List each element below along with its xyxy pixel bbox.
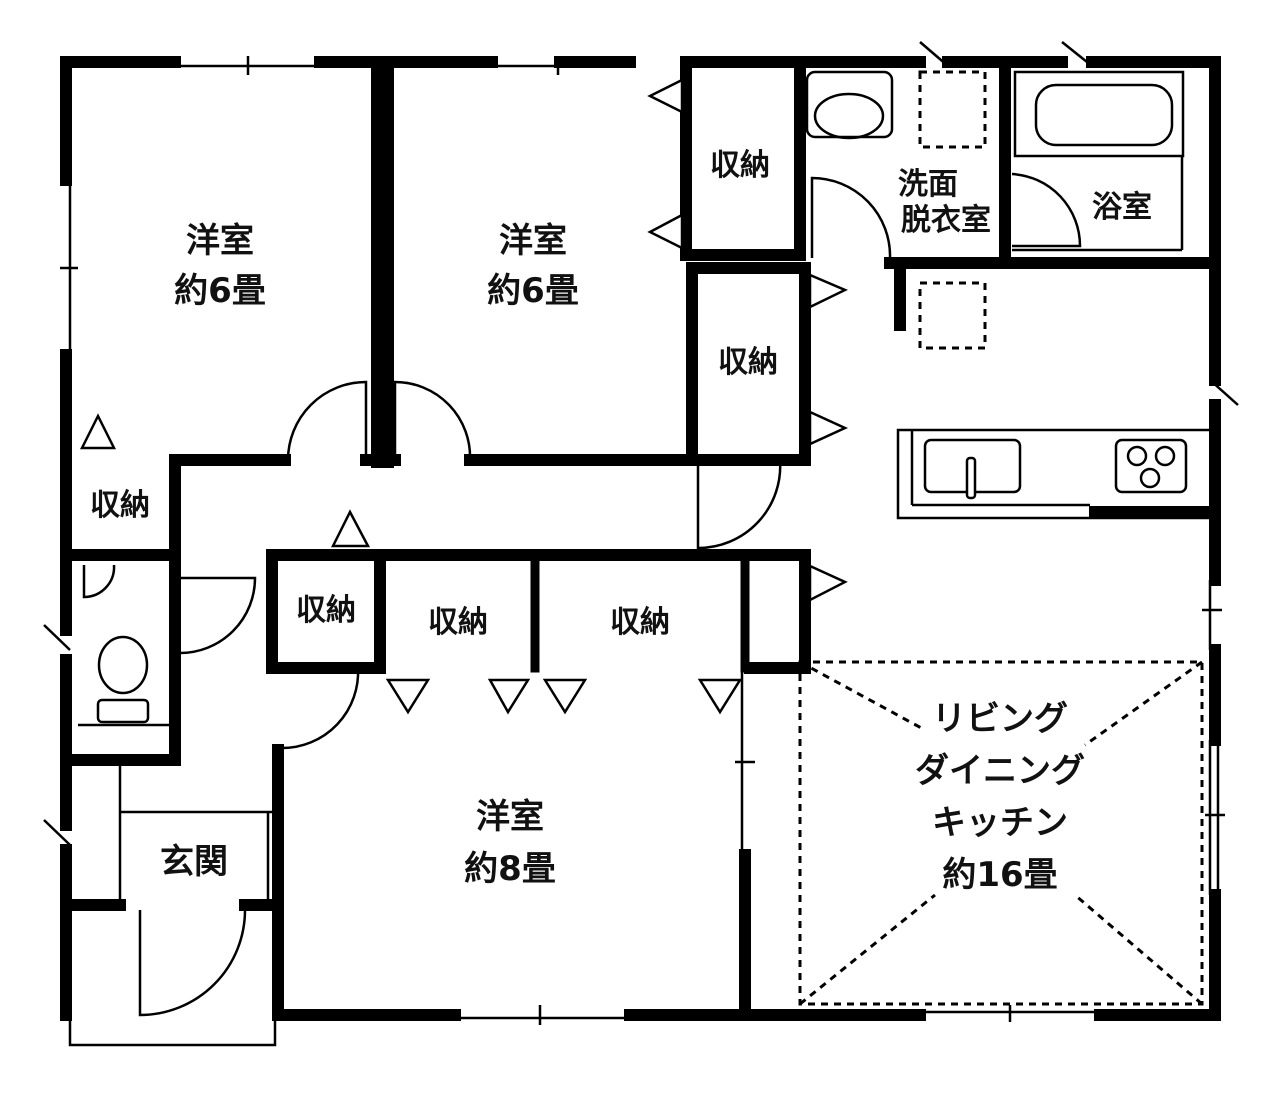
storage-label: 収納 [610, 605, 670, 640]
room-size-western-nw: 約6畳 [174, 271, 266, 311]
thin-lines [43, 41, 1239, 1047]
fixtures [78, 70, 1219, 727]
room-entrance: 玄関 [160, 842, 228, 882]
room-washroom-line1: 洗面 [898, 167, 958, 202]
storage-label: 収納 [718, 345, 778, 380]
room-name-western-s: 洋室 [476, 797, 544, 837]
room-size-western-n: 約6畳 [487, 271, 579, 311]
storage-label: 収納 [296, 593, 356, 628]
room-size-western-s: 約8畳 [464, 849, 556, 889]
closet-triangles [79, 77, 849, 715]
storage-label: 収納 [90, 488, 150, 523]
ldk-dashed-lines [798, 660, 1204, 1006]
room-name-western-n: 洋室 [499, 221, 567, 261]
room-labels: 洋室 約6畳 洋室 約6畳 洋室 約8畳 リビング ダイニング キッチン 約16… [90, 148, 1152, 895]
walls [60, 56, 1221, 1021]
door-swings [82, 172, 1082, 1017]
room-name-western-nw: 洋室 [186, 221, 254, 261]
storage-label: 収納 [710, 148, 770, 183]
room-ldk-line3: キッチン [932, 803, 1068, 843]
room-ldk-line1: リビング [932, 699, 1068, 739]
room-ldk-size: 約16畳 [942, 855, 1057, 895]
room-washroom-line2: 脱衣室 [901, 203, 991, 238]
room-bath: 浴室 [1092, 190, 1152, 225]
storage-label: 収納 [428, 605, 488, 640]
room-ldk-line2: ダイニング [915, 751, 1085, 791]
